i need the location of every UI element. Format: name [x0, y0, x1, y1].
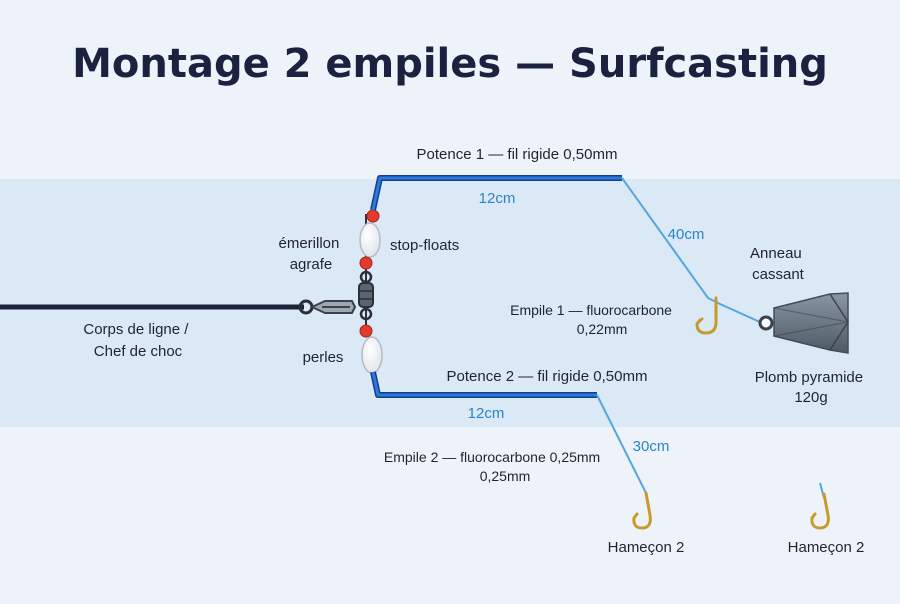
- hook-1-barb: [696, 317, 704, 325]
- main-line-label: Corps de ligne / Chef de choc: [83, 321, 192, 360]
- snap-clip-icon: [298, 299, 357, 315]
- hook-2b-icon: [810, 492, 830, 530]
- background-band: [0, 179, 900, 427]
- bead-upper: [359, 256, 373, 270]
- empile-1-line: [621, 177, 761, 323]
- swivel-icon: [358, 270, 374, 321]
- hook-2a-label: Hameçon 2: [608, 539, 685, 556]
- potence-1-length: 12cm: [479, 190, 516, 207]
- potence-2-wire-highlight: [371, 371, 597, 397]
- empile-2-length: 30cm: [633, 438, 670, 455]
- swivel-label: émerillon agrafe: [278, 235, 343, 273]
- hook-2a-icon: [632, 491, 652, 530]
- hook-2b-label: Hameçon 2: [788, 539, 865, 556]
- potence-2-label: Potence 2 — fil rigide 0,50mm: [447, 368, 648, 385]
- ring-icon: [758, 315, 774, 331]
- empile-2-label: Empile 2 — fluorocarbone 0,25mm 0,25mm: [384, 449, 604, 484]
- beads-label: perles: [303, 349, 344, 366]
- empile-1-length: 40cm: [668, 226, 705, 243]
- pyramid-lead-icon: [773, 292, 849, 354]
- stop-float-bottom: [361, 336, 383, 374]
- potence-2-length: 12cm: [468, 405, 505, 422]
- ring-label: Anneau cassant: [750, 245, 806, 283]
- bead-top: [366, 209, 380, 223]
- empile-1-label: Empile 1 — fluorocarbone 0,22mm: [510, 302, 676, 337]
- lead-label: Plomb pyramide 120g: [755, 369, 868, 406]
- potence-1-wire-highlight: [371, 176, 622, 211]
- potence-1-label: Potence 1 — fil rigide 0,50mm: [417, 146, 618, 163]
- stop-floats-label: stop-floats: [390, 237, 459, 254]
- bead-lower: [359, 324, 373, 338]
- empile-2-line: [596, 394, 647, 494]
- stop-float-top: [359, 222, 381, 258]
- hook-1-icon: [695, 296, 718, 335]
- diagram-title: Montage 2 empiles — Surfcasting: [72, 41, 828, 87]
